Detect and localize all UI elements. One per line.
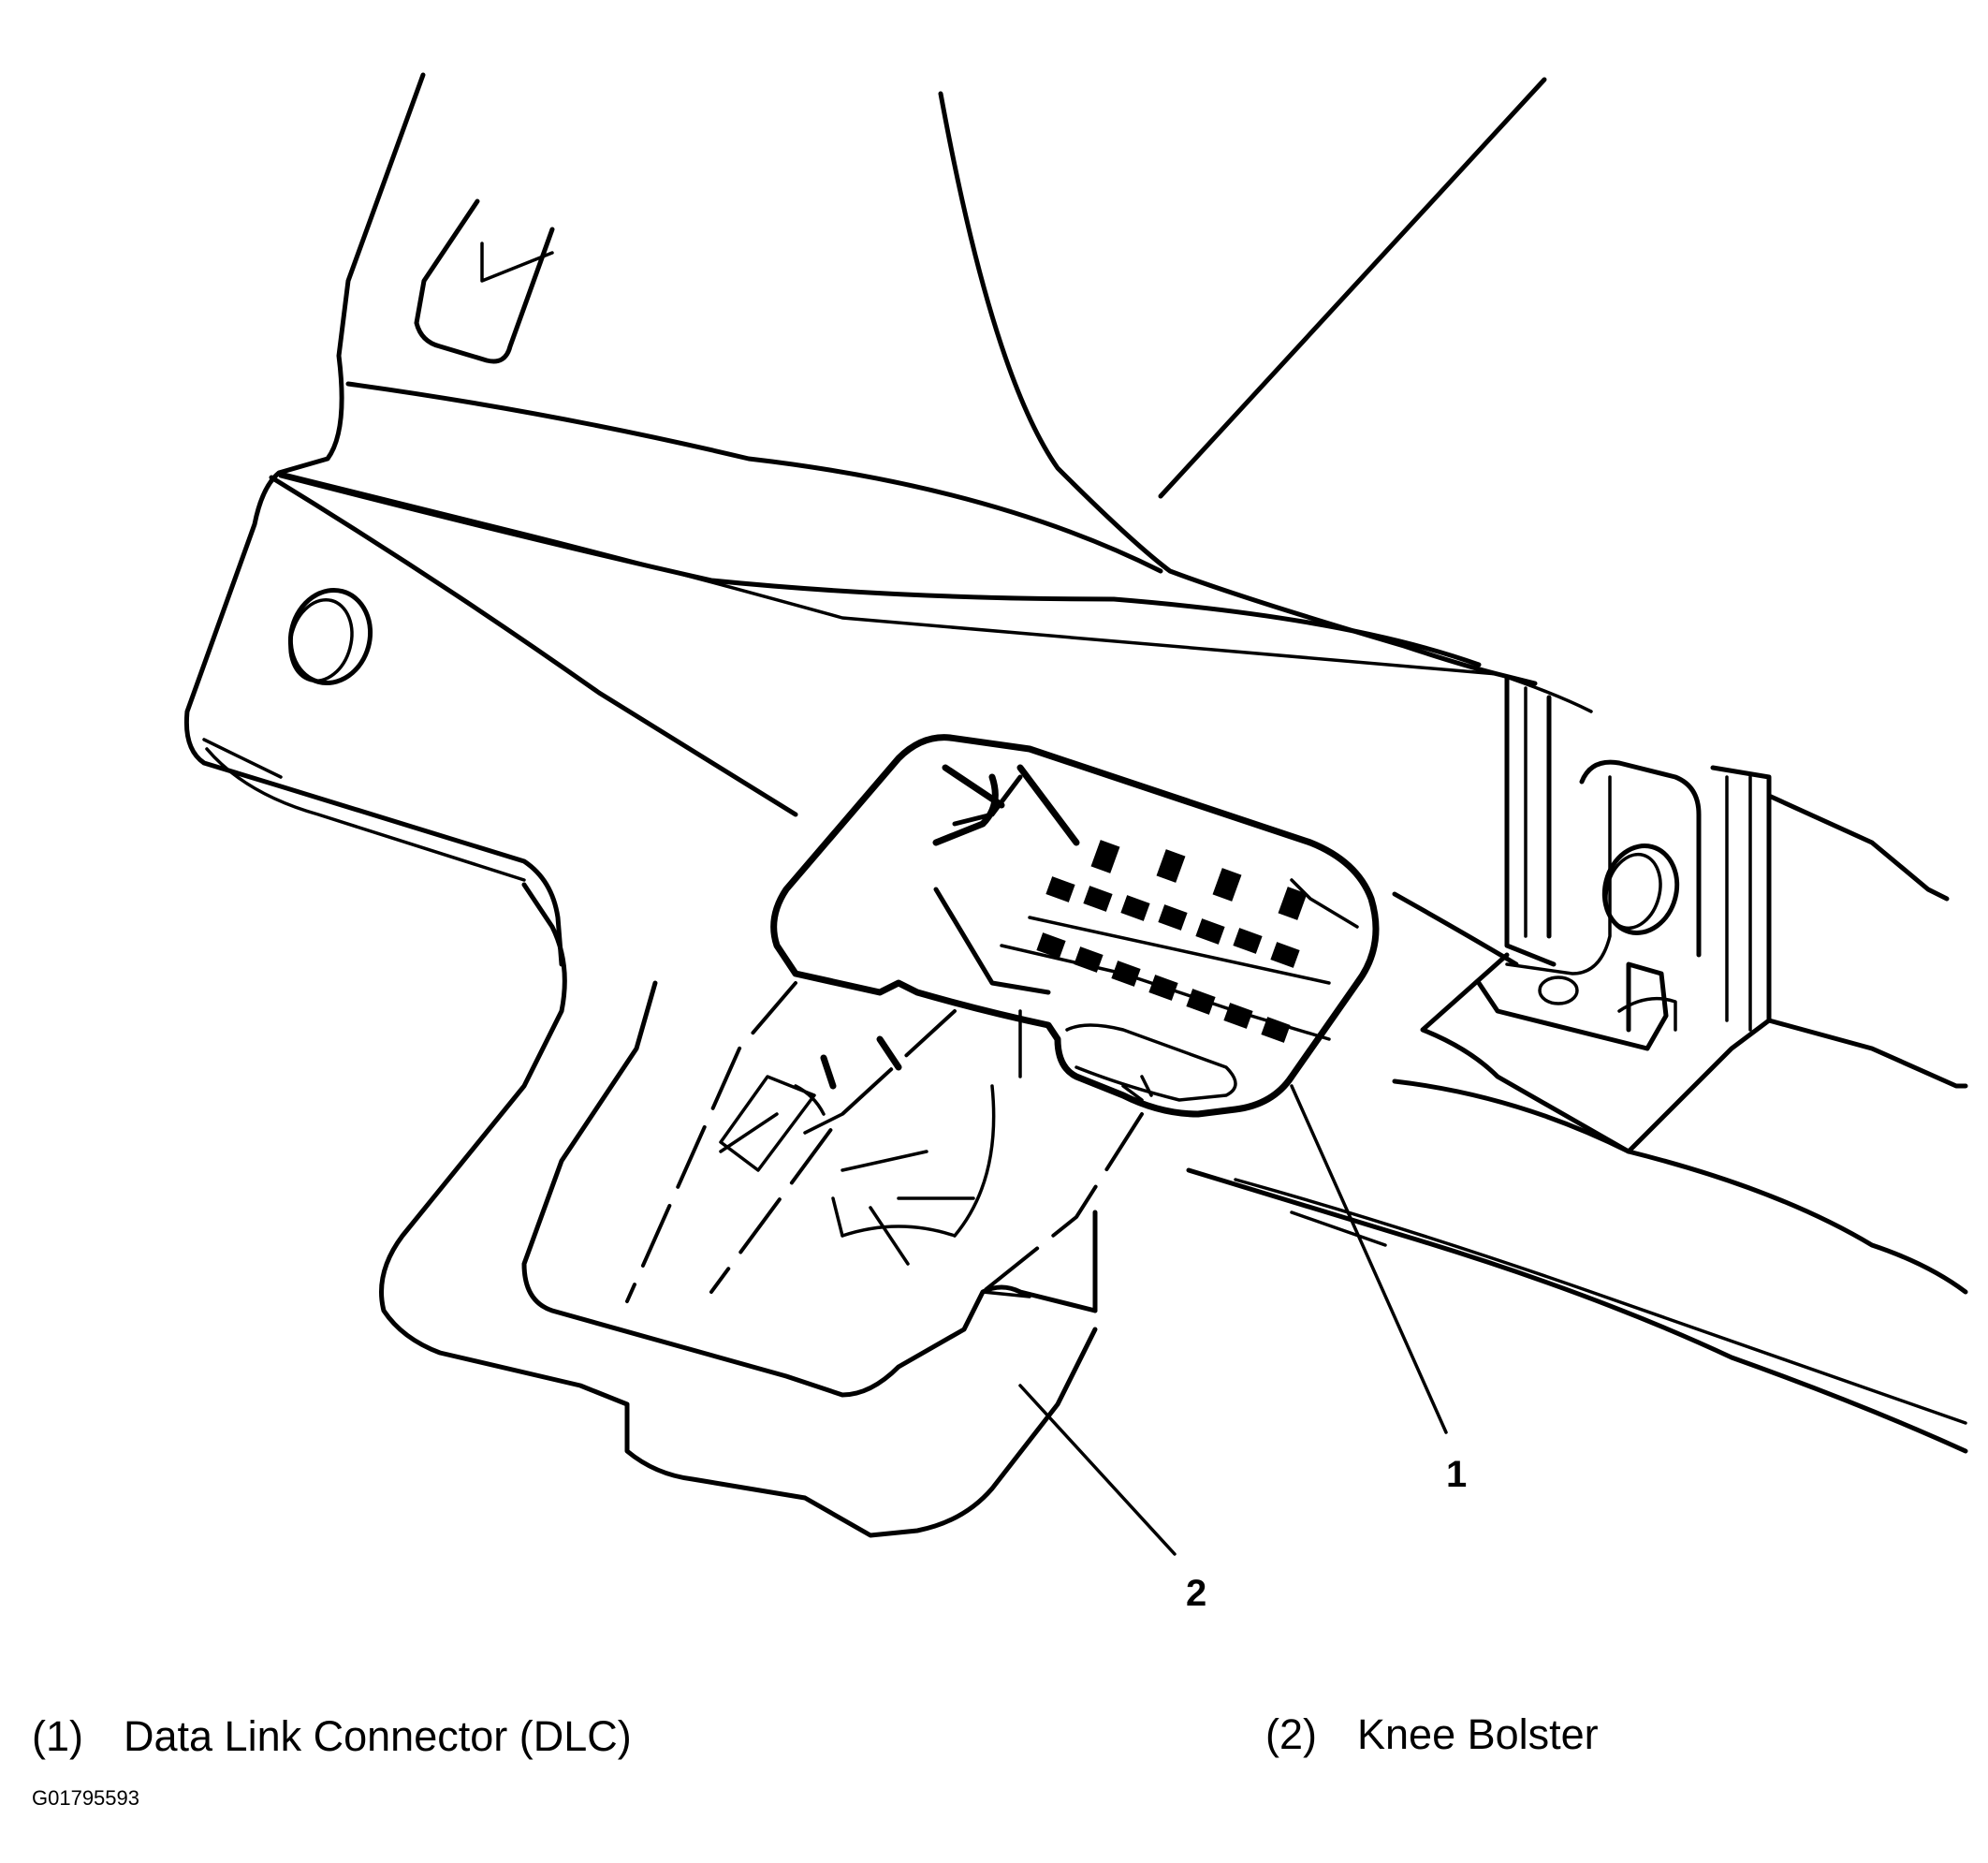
dlc-phantom-outline [625, 981, 1144, 1303]
mounting-hole-right [1601, 843, 1680, 935]
legend-number: (2) [1265, 1710, 1317, 1758]
legend-text: Data Link Connector (DLC) [124, 1712, 632, 1760]
upper-bracket [414, 198, 555, 364]
legend-number: (1) [32, 1712, 83, 1760]
dlc-pins [1036, 840, 1308, 1043]
figure-id: G01795593 [32, 1786, 139, 1810]
legend-text: Knee Bolster [1357, 1710, 1599, 1758]
leader-line-2 [1018, 1384, 1177, 1556]
leader-line-1 [1290, 1084, 1448, 1434]
right-bracket [1420, 676, 1968, 1154]
legend-item-dlc: (1) Data Link Connector (DLC) [32, 1715, 632, 1757]
dlc-connector-shape [770, 734, 1380, 1118]
callout-1: 1 [1446, 1454, 1468, 1495]
callout-2: 2 [1186, 1573, 1207, 1614]
legend-item-knee-bolster: (2) Knee Bolster [1265, 1713, 1599, 1755]
dash-structure [183, 72, 1593, 967]
knee-bolster-shape [379, 882, 1098, 1538]
